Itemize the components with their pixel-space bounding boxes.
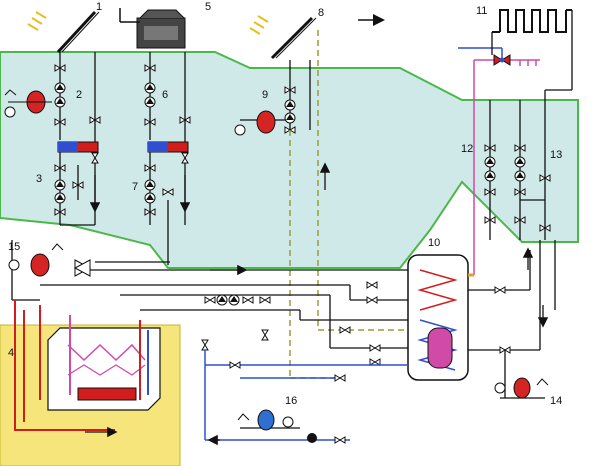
label-11: 11: [476, 5, 487, 17]
storage-tank-10: [407, 254, 469, 381]
radiator-11: [492, 9, 572, 33]
label-14: 14: [550, 395, 562, 407]
circuit-12: [489, 90, 546, 240]
label-12: 12: [461, 143, 473, 155]
label-8: 8: [318, 7, 324, 19]
label-1: 1: [96, 1, 102, 13]
label-3: 3: [36, 173, 42, 185]
expansion-vessel-16: [237, 409, 317, 443]
solar-collector-8: [249, 15, 317, 60]
solar-collector-1: [27, 10, 100, 54]
label-7: 7: [132, 181, 138, 193]
label-9: 9: [262, 89, 268, 101]
radiator-feed: [491, 10, 573, 91]
label-5: 5: [205, 1, 211, 13]
boiler-5: [119, 8, 186, 49]
label-10: 10: [428, 237, 440, 249]
expansion-vessel-9: [234, 110, 276, 136]
ground-loop-pipes: [14, 300, 149, 431]
three-way-valve-15: [8, 243, 92, 277]
label-6: 6: [162, 89, 168, 101]
expansion-vessel-14: [494, 350, 549, 399]
heat-source-4: [47, 327, 161, 411]
label-15: 15: [8, 241, 20, 253]
mixing-valve-11: [493, 54, 511, 66]
label-4: 4: [8, 347, 14, 359]
expansion-vessel-2: [4, 89, 52, 118]
label-13: 13: [550, 149, 562, 161]
tank-connections: [468, 240, 556, 351]
label-16: 16: [285, 395, 297, 407]
label-2: 2: [76, 89, 82, 101]
